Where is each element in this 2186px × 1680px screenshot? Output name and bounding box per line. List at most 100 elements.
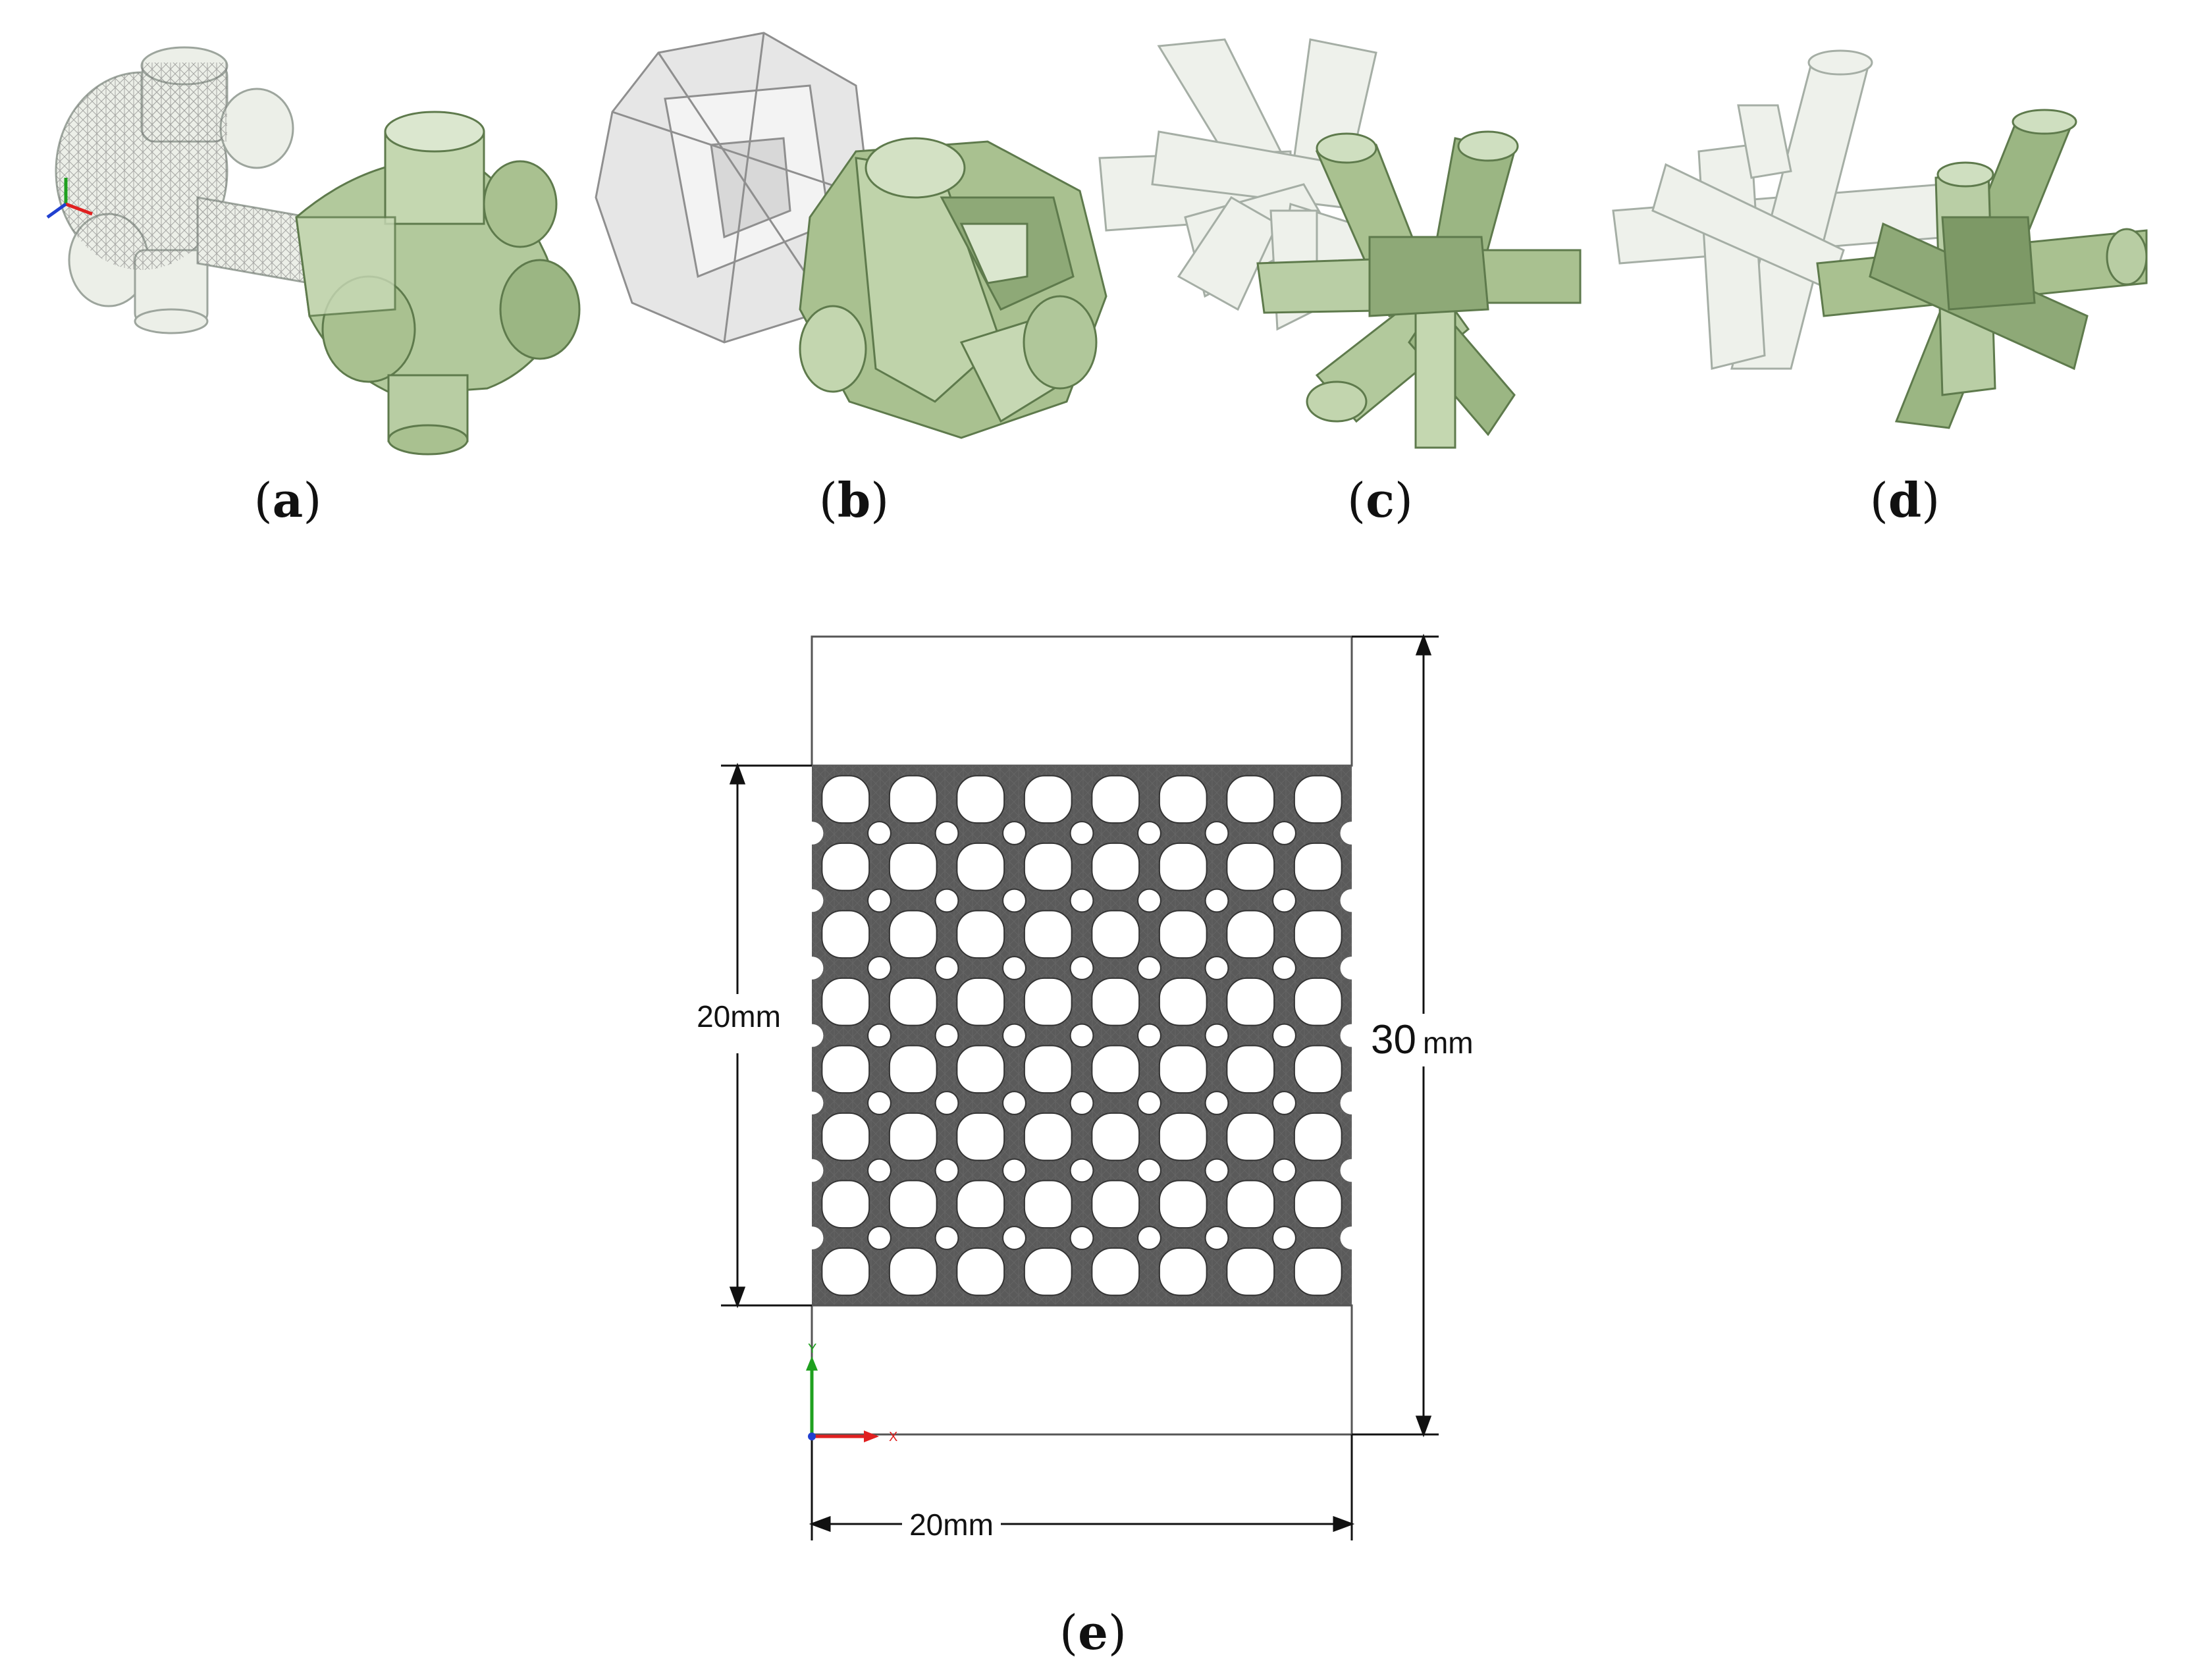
- lattice-pore-small: [1137, 1023, 1161, 1048]
- dimension-total-height: [1352, 633, 1439, 1438]
- lattice-pore-small: [867, 888, 892, 913]
- lattice-pore-small: [1002, 1091, 1026, 1115]
- lattice-pore-large: [888, 1112, 938, 1161]
- lattice-pore-large: [821, 977, 870, 1026]
- lattice-pore-small: [1204, 956, 1229, 980]
- y-axis-label: Y: [808, 1342, 816, 1356]
- lattice-pore-large: [1226, 775, 1275, 824]
- lattice-pore-small: [934, 1023, 959, 1048]
- lattice-pore-small: [1272, 1226, 1296, 1250]
- lattice-pore-small: [1204, 1158, 1229, 1183]
- lattice-pore-small: [1272, 1023, 1296, 1048]
- lattice-pore-large: [1293, 1180, 1343, 1229]
- lattice-pore-large: [956, 775, 1005, 824]
- bottom-plate: [811, 1304, 1353, 1436]
- lattice-pore-large: [1226, 1247, 1275, 1296]
- axis-triad-icon: [46, 178, 93, 219]
- lattice-pore-small: [1002, 888, 1026, 913]
- lattice-edge-notch: [800, 957, 824, 980]
- lattice-edge-notch: [800, 822, 824, 845]
- lattice-edge-notch: [1340, 1091, 1364, 1115]
- panel-c-caption: (c): [1347, 472, 1413, 528]
- lattice-pore-small: [1002, 1023, 1026, 1048]
- panel-d-ghost-cell: [1612, 49, 1950, 370]
- lattice-pore-small: [1069, 821, 1094, 845]
- lattice-pore-large: [1023, 1180, 1073, 1229]
- coordinate-axes-icon: Y X: [806, 1342, 897, 1444]
- lattice-pore-large: [1226, 1180, 1275, 1229]
- lattice-pore-large: [1293, 977, 1343, 1026]
- lattice-pore-small: [867, 1226, 892, 1250]
- lattice-pore-large: [821, 775, 870, 824]
- lattice-pore-small: [934, 1226, 959, 1250]
- lattice-pore-small: [1069, 888, 1094, 913]
- lattice-pore-small: [1204, 1023, 1229, 1048]
- lattice-pore-large: [1091, 842, 1140, 891]
- lattice-pore-small: [1272, 888, 1296, 913]
- lattice-pore-small: [934, 956, 959, 980]
- lattice-pore-large: [956, 977, 1005, 1026]
- lattice-pore-large: [888, 1180, 938, 1229]
- lattice-pore-small: [1069, 1226, 1094, 1250]
- lattice-edge-notch: [1340, 889, 1364, 912]
- lattice-pore-large: [821, 1247, 870, 1296]
- panel-b-ghost-cell: [595, 32, 870, 344]
- lattice-pore-large: [1023, 1112, 1073, 1161]
- panel-b-caption: (b): [819, 472, 890, 528]
- lattice-pore-small: [934, 888, 959, 913]
- lattice-pore-small: [867, 1091, 892, 1115]
- lattice-edge-notch: [800, 889, 824, 912]
- lattice-pore-large: [1158, 977, 1208, 1026]
- lattice-edge-notch: [800, 1226, 824, 1249]
- lattice-pore-large: [1158, 1112, 1208, 1161]
- lattice-pore-large: [1293, 1247, 1343, 1296]
- lattice-pore-small: [1069, 1091, 1094, 1115]
- lattice-pore-large: [1091, 1112, 1140, 1161]
- lattice-pore-large: [1023, 775, 1073, 824]
- lattice-edge-notch: [800, 1024, 824, 1047]
- lattice-pore-large: [1023, 977, 1073, 1026]
- lattice-pore-large: [1226, 977, 1275, 1026]
- lattice-pore-large: [888, 977, 938, 1026]
- panel-a-ghost-mesh: [56, 63, 309, 283]
- lattice-pore-small: [1137, 888, 1161, 913]
- lattice-pore-large: [956, 910, 1005, 959]
- lattice-pore-large: [956, 1112, 1005, 1161]
- lattice-pore-small: [1272, 956, 1296, 980]
- lattice-pore-small: [1002, 1226, 1026, 1250]
- lattice-pore-large: [888, 842, 938, 891]
- lattice-pore-small: [1272, 1158, 1296, 1183]
- dimension-width: [809, 1434, 1355, 1540]
- lattice-pore-large: [821, 842, 870, 891]
- lattice-pore-large: [1293, 842, 1343, 891]
- lattice-pore-large: [1091, 1045, 1140, 1094]
- lattice-pore-large: [1158, 910, 1208, 959]
- lattice-edge-notch: [1340, 1226, 1364, 1249]
- lattice-pore-small: [934, 821, 959, 845]
- lattice-pore-large: [956, 842, 1005, 891]
- lattice-pore-large: [1293, 1112, 1343, 1161]
- lattice-pore-large: [1226, 842, 1275, 891]
- lattice-pore-small: [1002, 956, 1026, 980]
- lattice-edge-notch: [1340, 1024, 1364, 1047]
- lattice-pore-large: [821, 910, 870, 959]
- lattice-pore-large: [1091, 775, 1140, 824]
- dimension-lattice-height: [721, 762, 812, 1309]
- lattice-pore-large: [1023, 842, 1073, 891]
- lattice-pore-large: [888, 775, 938, 824]
- lattice-pore-large: [1158, 842, 1208, 891]
- lattice-pore-small: [1204, 1091, 1229, 1115]
- lattice-edge-notch: [1340, 1159, 1364, 1182]
- lattice-pore-large: [821, 1045, 870, 1094]
- lattice-pore-large: [1226, 1045, 1275, 1094]
- lattice-pore-small: [1204, 821, 1229, 845]
- lattice-pore-large: [821, 1112, 870, 1161]
- lattice-pore-small: [1137, 1158, 1161, 1183]
- lattice-pore-large: [1158, 1045, 1208, 1094]
- lattice-pore-large: [1226, 910, 1275, 959]
- lattice-edge-notch: [800, 1091, 824, 1115]
- lattice-pore-small: [1069, 956, 1094, 980]
- lattice-pore-small: [1002, 821, 1026, 845]
